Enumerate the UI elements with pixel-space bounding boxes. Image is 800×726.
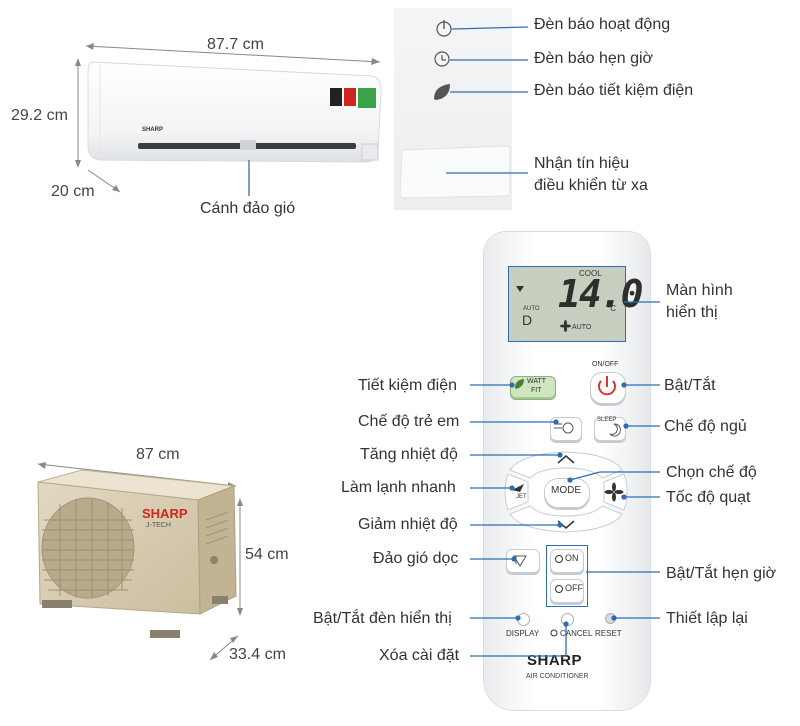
- mode-button[interactable]: [544, 478, 590, 508]
- callout-clear: Xóa cài đặt: [379, 647, 460, 664]
- watt-leaf-icon: [515, 379, 524, 389]
- sleep-button[interactable]: [594, 417, 626, 441]
- onoff-caption: ON/OFF: [592, 361, 619, 368]
- timer-indicator-icon: [434, 51, 528, 67]
- mode-label: MODE: [551, 485, 581, 496]
- flap-pointer-line: [248, 160, 250, 196]
- power-indicator-icon: [436, 20, 529, 37]
- lcd-mode: COOL: [579, 269, 602, 278]
- receiver-label-line2: điều khiển từ xa: [534, 177, 648, 194]
- vertical-swing-button[interactable]: [506, 549, 540, 573]
- callout-temp-down: Giảm nhiệt độ: [358, 516, 458, 533]
- lcd-temperature: 14.0: [558, 272, 644, 316]
- timer-on-label: ON: [565, 553, 579, 563]
- remote-brand: SHARP: [527, 652, 583, 669]
- callout-power: Bật/Tắt: [664, 377, 716, 394]
- watt-fit-label-line1: WATT: [527, 378, 547, 385]
- lcd-left-auto: AUTO: [523, 306, 540, 312]
- temp-down-button[interactable]: [530, 516, 602, 532]
- indoor-width-arrow: [75, 43, 381, 193]
- callout-sleep: Chế độ ngủ: [664, 418, 747, 435]
- indoor-depth-label: 20 cm: [51, 183, 95, 200]
- lcd-unit: °C: [607, 304, 616, 313]
- cancel-clock-icon: [550, 629, 558, 637]
- jet-label: JET: [516, 494, 527, 500]
- outdoor-depth-label: 33.4 cm: [229, 646, 286, 663]
- callout-mode: Chọn chế độ: [666, 464, 757, 481]
- receiver-label-line1: Nhận tín hiệu: [534, 155, 630, 172]
- timer-off-label: OFF: [565, 583, 583, 593]
- callout-jet: Làm lạnh nhanh: [341, 479, 456, 496]
- sleep-label: SLEEP: [597, 417, 617, 423]
- watt-fit-button[interactable]: [510, 376, 556, 400]
- timer-on-clock-icon: [555, 555, 563, 563]
- callout-kids: Chế độ trẻ em: [358, 413, 460, 430]
- callout-swing: Đảo gió dọc: [373, 550, 459, 567]
- callout-timer: Bật/Tắt hẹn giờ: [666, 565, 777, 582]
- receiver-window: [399, 145, 528, 199]
- moon-icon: [609, 423, 621, 437]
- callout-screen-line1: Màn hình: [666, 282, 733, 299]
- indoor-height-label: 29.2 cm: [11, 107, 68, 124]
- lcd-screen: [508, 266, 626, 342]
- callout-reset: Thiết lập lại: [666, 610, 748, 627]
- jet-button[interactable]: [506, 476, 528, 510]
- callout-screen-line2: hiển thị: [666, 304, 718, 321]
- reset-label: RESET: [595, 629, 622, 638]
- fan-icon: [604, 482, 624, 502]
- cancel-label: CANCEL: [560, 629, 593, 638]
- callout-eco: Tiết kiệm điện: [358, 377, 457, 394]
- indicator-label-eco: Đèn báo tiết kiệm điện: [534, 82, 694, 99]
- outdoor-subbrand: J-TECH: [146, 522, 171, 529]
- outdoor-unit-illustration: [37, 469, 237, 638]
- power-icon: [598, 376, 616, 396]
- outdoor-brand-logo: SHARP: [142, 506, 188, 521]
- remote-subtitle: AIR CONDITIONER: [526, 673, 589, 680]
- callout-fan: Tốc độ quạt: [666, 489, 751, 506]
- eco-leaf-icon: [434, 84, 528, 100]
- indoor-width-label: 87.7 cm: [207, 36, 264, 53]
- lcd-fan-text: AUTO: [572, 324, 592, 331]
- watt-fit-label-line2: FIT: [531, 387, 542, 394]
- outdoor-width-label: 87 cm: [136, 446, 180, 463]
- indoor-unit-illustration: [87, 61, 382, 163]
- indicator-label-timer: Đèn báo hẹn giờ: [534, 50, 654, 67]
- outdoor-height-label: 54 cm: [245, 546, 289, 563]
- jet-icon: [512, 484, 524, 492]
- callout-display: Bật/Tắt đèn hiển thị: [313, 610, 452, 627]
- timer-off-clock-icon: [555, 585, 563, 593]
- callout-lines: [470, 301, 660, 657]
- timer-group-frame: [546, 545, 588, 607]
- lcd-fan-icon: [516, 286, 571, 332]
- indicator-label-power: Đèn báo hoạt động: [534, 16, 671, 33]
- callout-temp-up: Tăng nhiệt độ: [360, 446, 458, 463]
- display-label: DISPLAY: [506, 629, 540, 638]
- flap-label: Cánh đảo gió: [200, 200, 296, 217]
- lcd-left-letter: D: [522, 312, 533, 328]
- indoor-brand-logo: SHARP: [142, 127, 164, 133]
